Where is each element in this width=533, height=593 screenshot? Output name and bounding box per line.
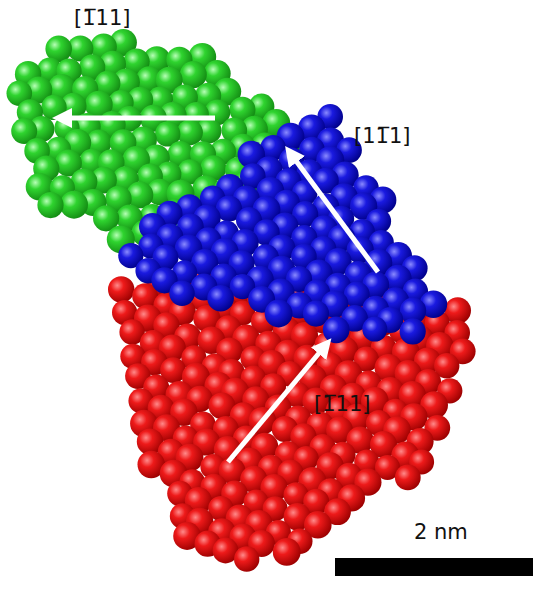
atom xyxy=(323,316,350,343)
direction-arrow xyxy=(291,154,378,272)
atom xyxy=(362,317,387,342)
atom xyxy=(273,538,301,566)
atom xyxy=(169,281,194,306)
red-grain xyxy=(108,261,476,572)
atom xyxy=(395,465,421,491)
atom xyxy=(108,276,134,302)
blue-grain xyxy=(118,104,447,345)
direction-arrow xyxy=(62,116,215,121)
green-grain xyxy=(6,29,301,254)
atom xyxy=(265,300,293,328)
scale-bar xyxy=(335,558,533,576)
atom xyxy=(37,192,63,218)
direction-label: [1̅11] xyxy=(74,6,130,31)
direction-arrow xyxy=(228,346,325,462)
scale-label: 2 nm xyxy=(414,520,468,545)
atom xyxy=(400,318,426,344)
atom xyxy=(234,546,259,571)
direction-label: [11̅1] xyxy=(354,124,410,149)
atom xyxy=(60,191,88,219)
atom xyxy=(207,285,234,312)
direction-label: [1̅11] xyxy=(314,392,370,417)
